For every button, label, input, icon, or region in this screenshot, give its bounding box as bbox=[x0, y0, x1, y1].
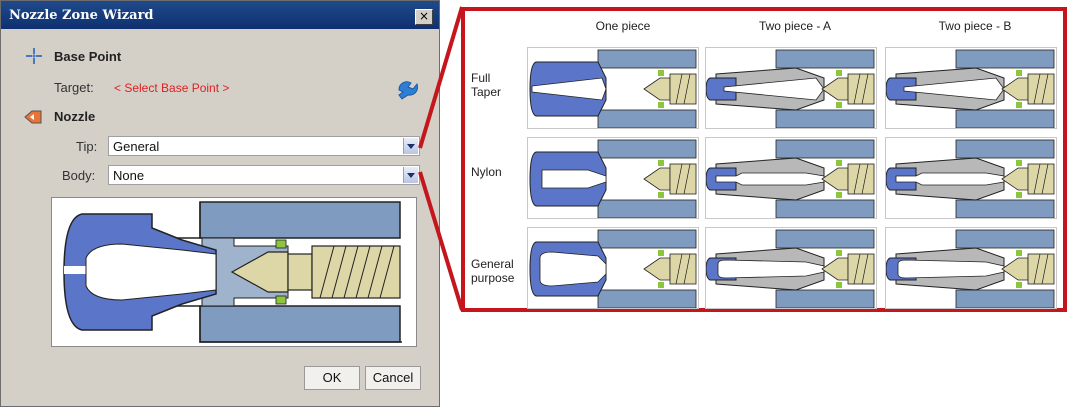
nozzle-option-general-purpose-two-piece-b[interactable] bbox=[885, 227, 1057, 309]
nozzle-option-general-purpose-two-piece-a[interactable] bbox=[705, 227, 877, 309]
target-label: Target: bbox=[54, 80, 94, 95]
close-icon: × bbox=[418, 9, 430, 23]
body-label: Body: bbox=[62, 168, 96, 183]
row-header-line: Nylon bbox=[471, 165, 502, 179]
ok-button[interactable]: OK bbox=[304, 366, 360, 390]
row-header-line: Taper bbox=[471, 85, 502, 99]
dialog-title: Nozzle Zone Wizard bbox=[9, 8, 154, 23]
title-bar[interactable]: Nozzle Zone Wizard × bbox=[1, 1, 439, 29]
row-header-line: General bbox=[471, 257, 514, 271]
nozzle-option-nylon-two-piece-a[interactable] bbox=[705, 137, 877, 219]
row-header-line: purpose bbox=[471, 271, 515, 285]
crosshair-icon bbox=[26, 48, 42, 64]
row-header-nylon: Nylon bbox=[471, 165, 502, 179]
nozzle-preview bbox=[51, 197, 417, 347]
row-header-line: Full bbox=[471, 71, 491, 85]
close-button[interactable]: × bbox=[415, 9, 433, 25]
row-header-general-purpose: General purpose bbox=[471, 257, 514, 285]
cancel-button[interactable]: Cancel bbox=[365, 366, 421, 390]
pick-tool-icon[interactable] bbox=[396, 78, 420, 100]
nozzle-option-full-taper-one-piece[interactable] bbox=[527, 47, 699, 129]
nozzle-icon bbox=[24, 110, 42, 124]
column-header: Two piece - A bbox=[758, 19, 832, 33]
callout-lines bbox=[418, 6, 464, 311]
column-header: One piece bbox=[595, 19, 651, 33]
column-header: Two piece - B bbox=[938, 19, 1012, 33]
nozzle-heading: Nozzle bbox=[54, 109, 96, 124]
nozzle-option-general-purpose-one-piece[interactable] bbox=[527, 227, 699, 309]
select-base-point-link[interactable]: < Select Base Point > bbox=[114, 81, 230, 95]
nozzle-preview-drawing bbox=[63, 201, 402, 343]
tip-dropdown[interactable]: General bbox=[108, 136, 420, 156]
nozzle-option-nylon-one-piece[interactable] bbox=[527, 137, 699, 219]
nozzle-option-full-taper-two-piece-b[interactable] bbox=[885, 47, 1057, 129]
body-value: None bbox=[113, 168, 145, 183]
tip-label: Tip: bbox=[76, 139, 98, 154]
base-point-heading: Base Point bbox=[54, 49, 122, 64]
chevron-down-icon[interactable] bbox=[403, 138, 418, 154]
tip-value: General bbox=[113, 139, 160, 154]
nozzle-zone-wizard-dialog: Nozzle Zone Wizard × Base Point Target: … bbox=[0, 0, 440, 407]
body-dropdown[interactable]: None bbox=[108, 165, 420, 185]
nozzle-option-full-taper-two-piece-a[interactable] bbox=[705, 47, 877, 129]
nozzle-type-gallery: One piece Two piece - A Two piece - B Fu… bbox=[461, 7, 1067, 312]
row-header-full-taper: Full Taper bbox=[471, 71, 501, 99]
nozzle-option-nylon-two-piece-b[interactable] bbox=[885, 137, 1057, 219]
chevron-down-icon[interactable] bbox=[403, 167, 418, 183]
